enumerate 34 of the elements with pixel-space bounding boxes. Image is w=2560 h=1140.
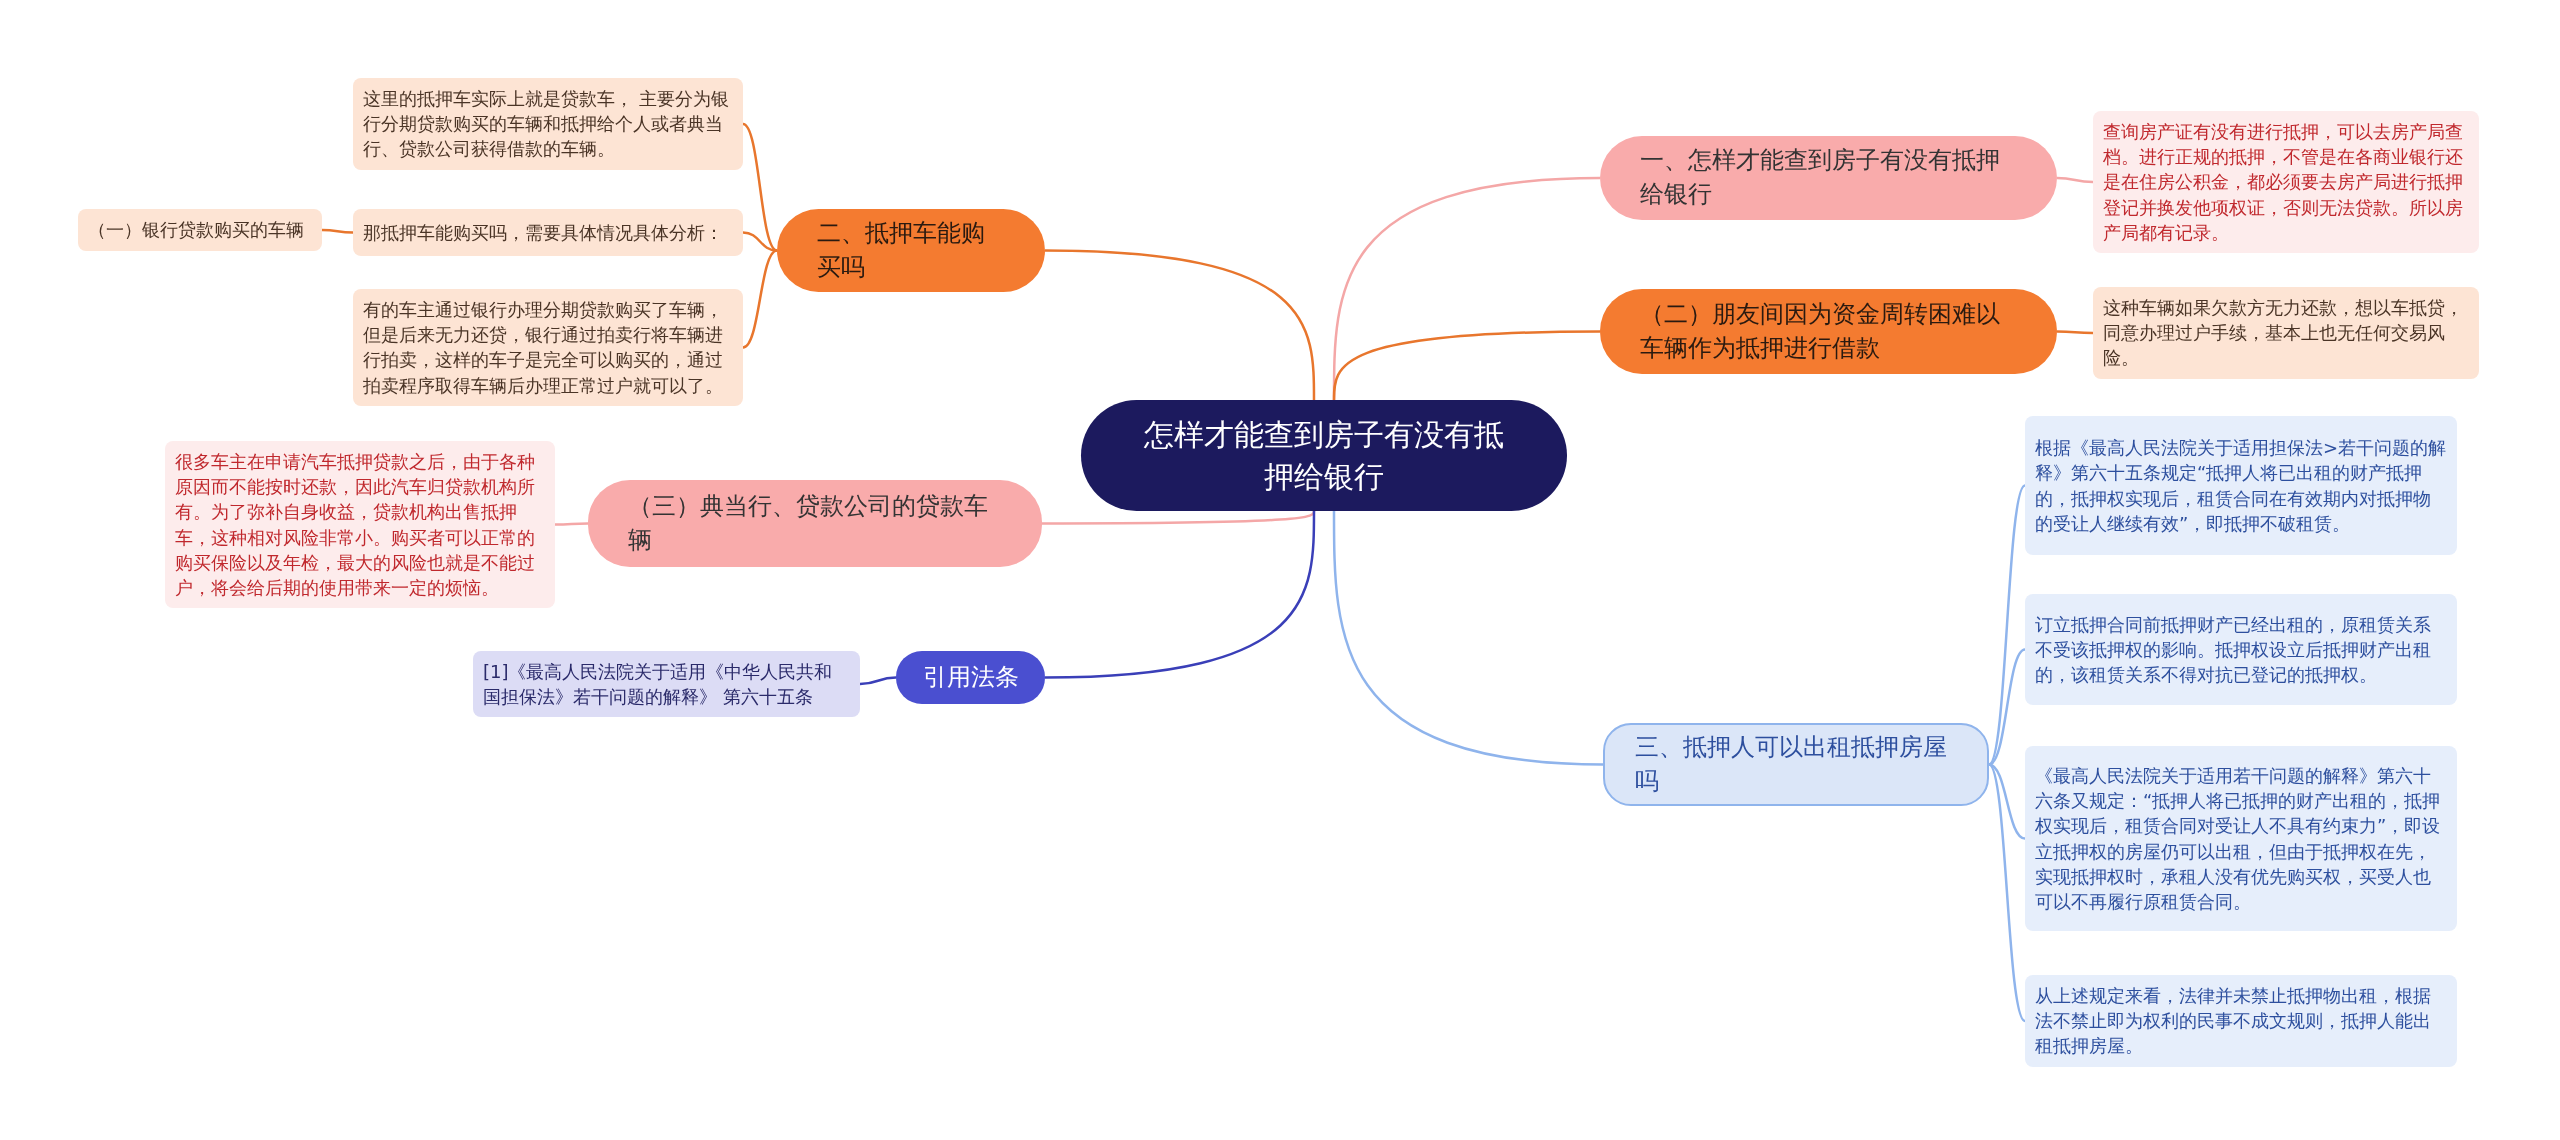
connector-line bbox=[1988, 763, 2026, 1022]
topic-box: （二）朋友间因为资金周转困难以车辆作为抵押进行借款 bbox=[1600, 289, 2057, 374]
connector-line bbox=[742, 249, 778, 349]
topic-box: （三）典当行、贷款公司的贷款车辆 bbox=[588, 480, 1042, 567]
connector-line bbox=[322, 228, 353, 234]
connector-line bbox=[859, 676, 897, 686]
connector-line bbox=[1042, 510, 1316, 525]
connector-line bbox=[1988, 763, 2026, 840]
connector-line bbox=[1044, 511, 1316, 679]
connector-line bbox=[2057, 330, 2093, 335]
connector-line bbox=[1988, 484, 2026, 766]
note-box: 这种车辆如果欠款方无力还款，想以车抵贷，同意办理过户手续，基本上也无任何交易风险。 bbox=[2093, 287, 2479, 379]
connector-line bbox=[2056, 176, 2094, 184]
note-box: 查询房产证有没有进行抵押，可以去房产局查档。进行正规的抵押，不管是在各商业银行还是在住房公积金，都必须要去房产局进行抵押登记并换发他项权证，否则无法贷款。所以房产局都有记录。 bbox=[2093, 111, 2479, 253]
note-box: 根据《最高人民法院关于适用担保法>若干问题的解释》第六十五条规定“抵押人将已出租的财产抵押的，抵押权实现后，租赁合同在有效期内对抵押物的受让人继续有效”，即抵押不破租赁。 bbox=[2025, 416, 2457, 555]
central-topic: 怎样才能查到房子有没有抵押给银行 bbox=[1081, 400, 1567, 511]
note-box: 订立抵押合同前抵押财产已经出租的，原租赁关系不受该抵押权的影响。抵押权设立后抵押财产出租的，该租赁关系不得对抗已登记的抵押权。 bbox=[2025, 594, 2457, 705]
topic-box: 三、抵押人可以出租抵押房屋吗 bbox=[1603, 723, 1989, 807]
connector-line bbox=[1332, 511, 1604, 766]
note-box: 从上述规定来看，法律并未禁止抵押物出租，根据法不禁止即为权利的民事不成文规则，抵押人能出租抵押房屋。 bbox=[2025, 975, 2457, 1067]
topic-box: 二、抵押车能购买吗 bbox=[777, 209, 1045, 293]
connector-line bbox=[1044, 249, 1316, 400]
note-box: 《最高人民法院关于适用若干问题的解释》第六十六条又规定：“抵押人将已抵押的财产出租的，抵押权实现后，租赁合同对受让人不具有约束力”，即设立抵押权的房屋仍可以出租，但由于抵押权在先，实现抵押权时，承租人没有优先购买权，买受人也可以不再履行原租赁合同。 bbox=[2025, 746, 2457, 931]
topic-box: 引用法条 bbox=[896, 651, 1045, 704]
connector-line bbox=[742, 122, 778, 252]
connector-line bbox=[1332, 330, 1600, 401]
note-box: 很多车主在申请汽车抵押贷款之后，由于各种原因而不能按时还款，因此汽车归贷款机构所有。为了弥补自身收益，贷款机构出售抵押车，这种相对风险非常小。购买者可以正常的购买保险以及年检，最大的风险也就是不能过户，将会给后期的使用带来一定的烦恼。 bbox=[165, 441, 555, 609]
note-box: 那抵押车能购买吗，需要具体情况具体分析： bbox=[353, 209, 743, 256]
note-box: 这里的抵押车实际上就是贷款车， 主要分为银行分期贷款购买的车辆和抵押给个人或者典当行、贷款公司获得借款的车辆。 bbox=[353, 78, 743, 170]
note-box: 有的车主通过银行办理分期贷款购买了车辆，但是后来无力还贷，银行通过拍卖行将车辆进行拍卖，这样的车子是完全可以购买的，通过拍卖程序取得车辆后办理正常过户就可以了。 bbox=[353, 289, 743, 406]
note-box: [1]《最高人民法院关于适用《中华人民共和国担保法》若干问题的解释》 第六十五条 bbox=[473, 651, 860, 718]
note-box: （一）银行贷款购买的车辆 bbox=[78, 209, 322, 251]
topic-box: 一、怎样才能查到房子有没有抵押给银行 bbox=[1600, 136, 2057, 220]
connector-line bbox=[555, 522, 588, 526]
